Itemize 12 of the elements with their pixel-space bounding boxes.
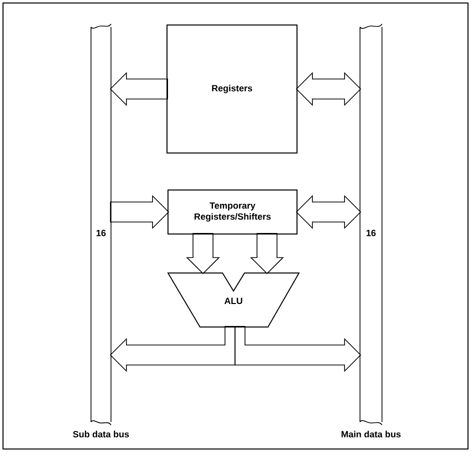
bus-arrow	[296, 72, 362, 106]
bus-arrow	[186, 233, 220, 274]
bus-arrow	[234, 326, 362, 372]
data-bus: Sub data bus 16	[73, 24, 129, 438]
data-bus: Main data bus 16	[342, 24, 401, 438]
bus-arrow	[110, 326, 236, 372]
bus-arrow	[296, 195, 362, 229]
register-box: Registers	[166, 24, 298, 154]
bus-arrow	[250, 233, 284, 274]
bus-arrow	[110, 72, 168, 106]
register-box: Temporary Registers/Shifters	[168, 190, 298, 234]
bus-arrow	[110, 195, 170, 229]
